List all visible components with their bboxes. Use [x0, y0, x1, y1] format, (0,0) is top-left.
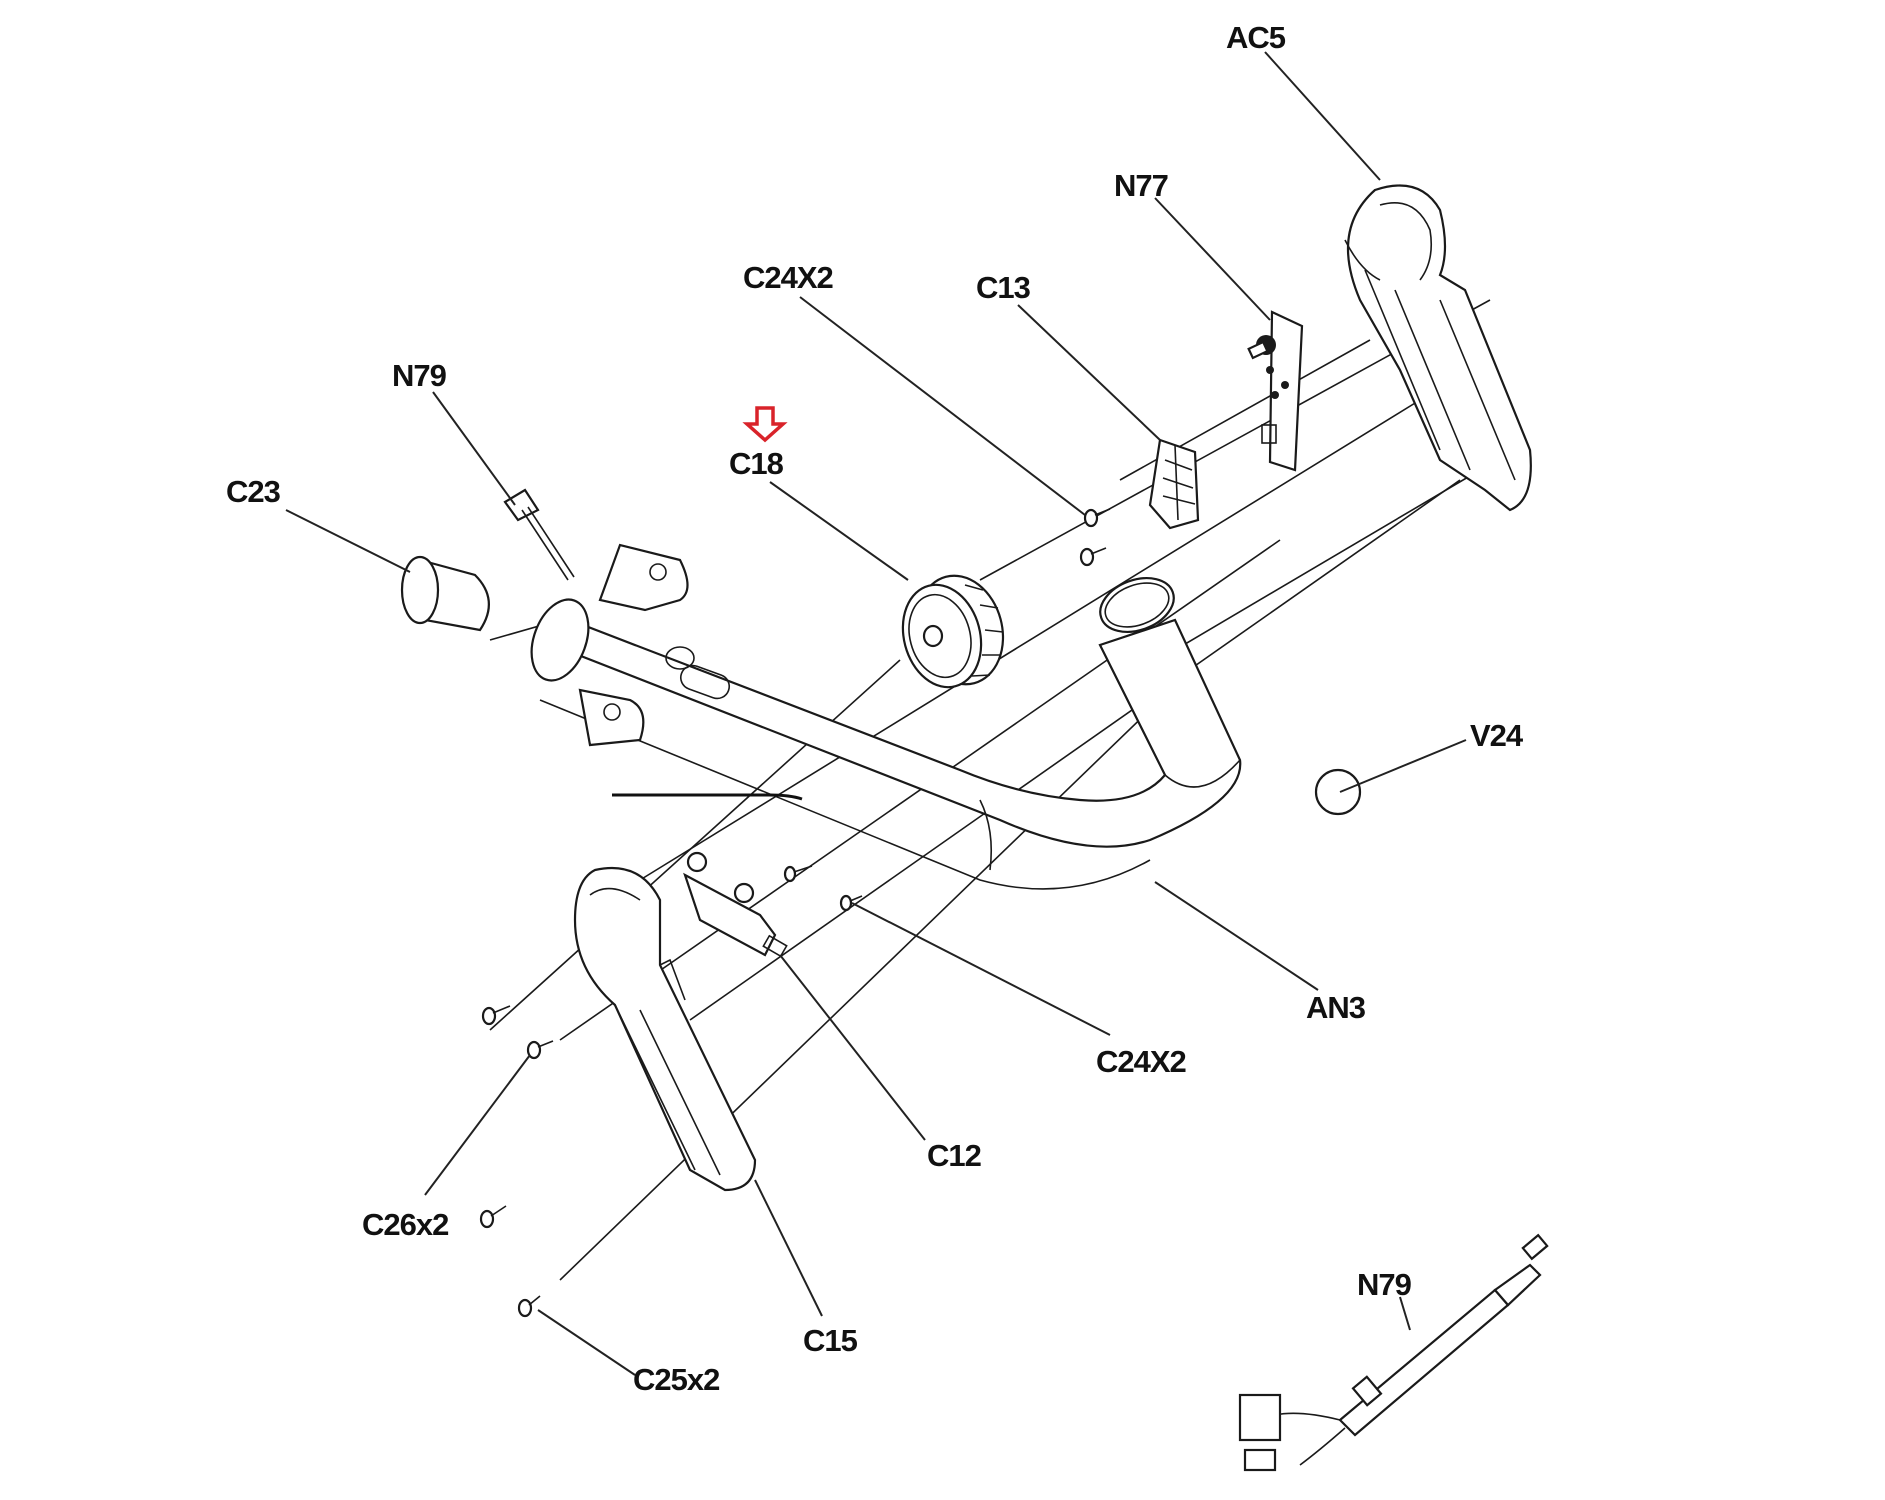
leader-lines: [285, 51, 1467, 1376]
label-c15[interactable]: C15: [803, 1323, 859, 1358]
screw-c25[interactable]: [517, 1295, 541, 1318]
screw-c24-top-2[interactable]: [1079, 547, 1107, 567]
label-c25x2[interactable]: C25x2: [633, 1362, 720, 1397]
label-c12[interactable]: C12: [927, 1138, 982, 1173]
screw-c26-2[interactable]: [526, 1040, 554, 1060]
label-c13[interactable]: C13: [976, 270, 1032, 305]
bracket-clip-c13[interactable]: [1148, 438, 1200, 530]
label-n79-bottom[interactable]: N79: [1357, 1267, 1413, 1302]
screw-c26-1[interactable]: [481, 1005, 511, 1026]
screw-c26-3[interactable]: [479, 1205, 507, 1229]
label-n77[interactable]: N77: [1114, 168, 1169, 203]
wire-connector-n79-top[interactable]: [503, 488, 575, 581]
assembly-axis-lines: [489, 299, 1491, 1281]
screw-c24-bottom-1[interactable]: [783, 865, 813, 883]
end-cap-c23[interactable]: [400, 555, 490, 632]
label-v24[interactable]: V24: [1470, 718, 1525, 753]
label-c24x2-bottom[interactable]: C24X2: [1096, 1044, 1187, 1079]
label-n79-top[interactable]: N79: [392, 358, 448, 393]
label-c26x2[interactable]: C26x2: [362, 1207, 449, 1242]
left-grip-cover-c15[interactable]: [573, 866, 757, 1192]
right-grip-cover-ac5[interactable]: [1344, 184, 1532, 512]
label-an3[interactable]: AN3: [1306, 990, 1367, 1025]
label-ac5[interactable]: AC5: [1226, 20, 1287, 55]
label-c18[interactable]: C18: [729, 446, 785, 481]
handlebar-tube-an3[interactable]: [521, 543, 1242, 890]
screw-c24-top-1[interactable]: [1083, 508, 1111, 528]
sensor-bracket-c12[interactable]: [683, 851, 788, 958]
label-c23[interactable]: C23: [226, 474, 282, 509]
adjustment-knob-c18[interactable]: [892, 566, 1015, 696]
circuit-board-n77[interactable]: [1247, 310, 1304, 472]
wire-harness-n79[interactable]: [1238, 1233, 1549, 1472]
round-cap-v24[interactable]: [1314, 768, 1362, 816]
label-c24x2-top[interactable]: C24X2: [743, 260, 834, 295]
screw-c24-bottom-2[interactable]: [839, 894, 863, 912]
part-labels: AC5 N77 C24X2 C13 N79 C18 C23 V24 AN3 C2…: [226, 20, 1525, 1397]
highlight-down-arrow-icon: [742, 406, 788, 443]
screws: [479, 508, 1111, 1318]
annotation-stroke: [612, 793, 803, 801]
